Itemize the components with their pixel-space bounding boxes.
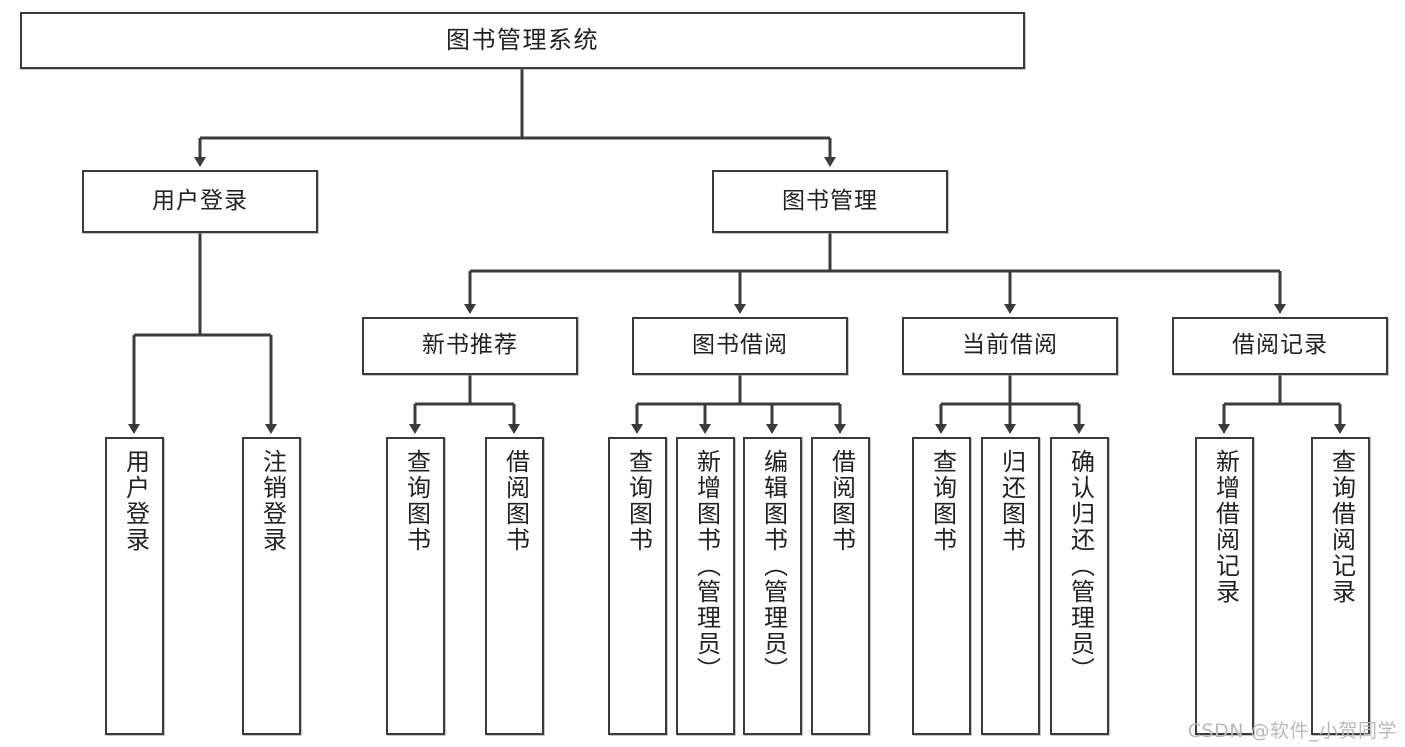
leaf-book-borrow-add-admin[interactable]: 新增图书（管理员） (676, 437, 735, 735)
node-label: 当前借阅 (962, 332, 1058, 359)
leaf-user-login-login[interactable]: 用户登录 (105, 437, 164, 735)
node-label: 借阅图书 (827, 449, 856, 553)
node-label: 新书推荐 (422, 332, 518, 359)
node-root-system[interactable]: 图书管理系统 (20, 12, 1025, 69)
node-label: 借阅图书 (501, 449, 530, 553)
node-label: 查询图书 (928, 449, 957, 553)
node-label: 借阅记录 (1232, 332, 1328, 359)
leaf-book-borrow-borrow[interactable]: 借阅图书 (811, 437, 870, 735)
node-label: 归还图书 (997, 449, 1026, 553)
leaf-borrow-record-query[interactable]: 查询借阅记录 (1311, 437, 1370, 735)
csdn-watermark: CSDN @软件_小贺同学 (1187, 720, 1397, 742)
node-label: 查询图书 (624, 449, 653, 553)
node-label: 注销登录 (258, 449, 287, 553)
leaf-current-borrow-query[interactable]: 查询图书 (912, 437, 971, 735)
node-label: 用户登录 (121, 449, 150, 553)
leaf-new-book-borrow[interactable]: 借阅图书 (485, 437, 544, 735)
node-book-management[interactable]: 图书管理 (712, 170, 948, 233)
node-new-book-recommend[interactable]: 新书推荐 (362, 317, 578, 375)
node-current-borrow[interactable]: 当前借阅 (902, 317, 1118, 375)
node-user-login[interactable]: 用户登录 (82, 170, 318, 233)
leaf-current-borrow-return[interactable]: 归还图书 (981, 437, 1040, 735)
node-label: 确认归还（管理员） (1066, 449, 1095, 683)
node-label: 图书借阅 (692, 332, 788, 359)
node-label: 新增图书（管理员） (692, 449, 721, 683)
node-label: 新增借阅记录 (1211, 449, 1240, 605)
node-label: 编辑图书（管理员） (759, 449, 788, 683)
leaf-new-book-query[interactable]: 查询图书 (386, 437, 445, 735)
leaf-user-login-logout[interactable]: 注销登录 (242, 437, 301, 735)
node-book-borrow[interactable]: 图书借阅 (632, 317, 848, 375)
node-label: 查询借阅记录 (1327, 449, 1356, 605)
node-label: 查询图书 (402, 449, 431, 553)
node-borrow-record[interactable]: 借阅记录 (1172, 317, 1388, 375)
node-label: 用户登录 (152, 187, 248, 214)
leaf-book-borrow-query[interactable]: 查询图书 (608, 437, 667, 735)
leaf-borrow-record-add[interactable]: 新增借阅记录 (1195, 437, 1254, 735)
leaf-current-borrow-confirm-admin[interactable]: 确认归还（管理员） (1050, 437, 1109, 735)
leaf-book-borrow-edit-admin[interactable]: 编辑图书（管理员） (743, 437, 802, 735)
node-label: 图书管理 (782, 187, 878, 214)
node-label: 图书管理系统 (446, 26, 599, 55)
